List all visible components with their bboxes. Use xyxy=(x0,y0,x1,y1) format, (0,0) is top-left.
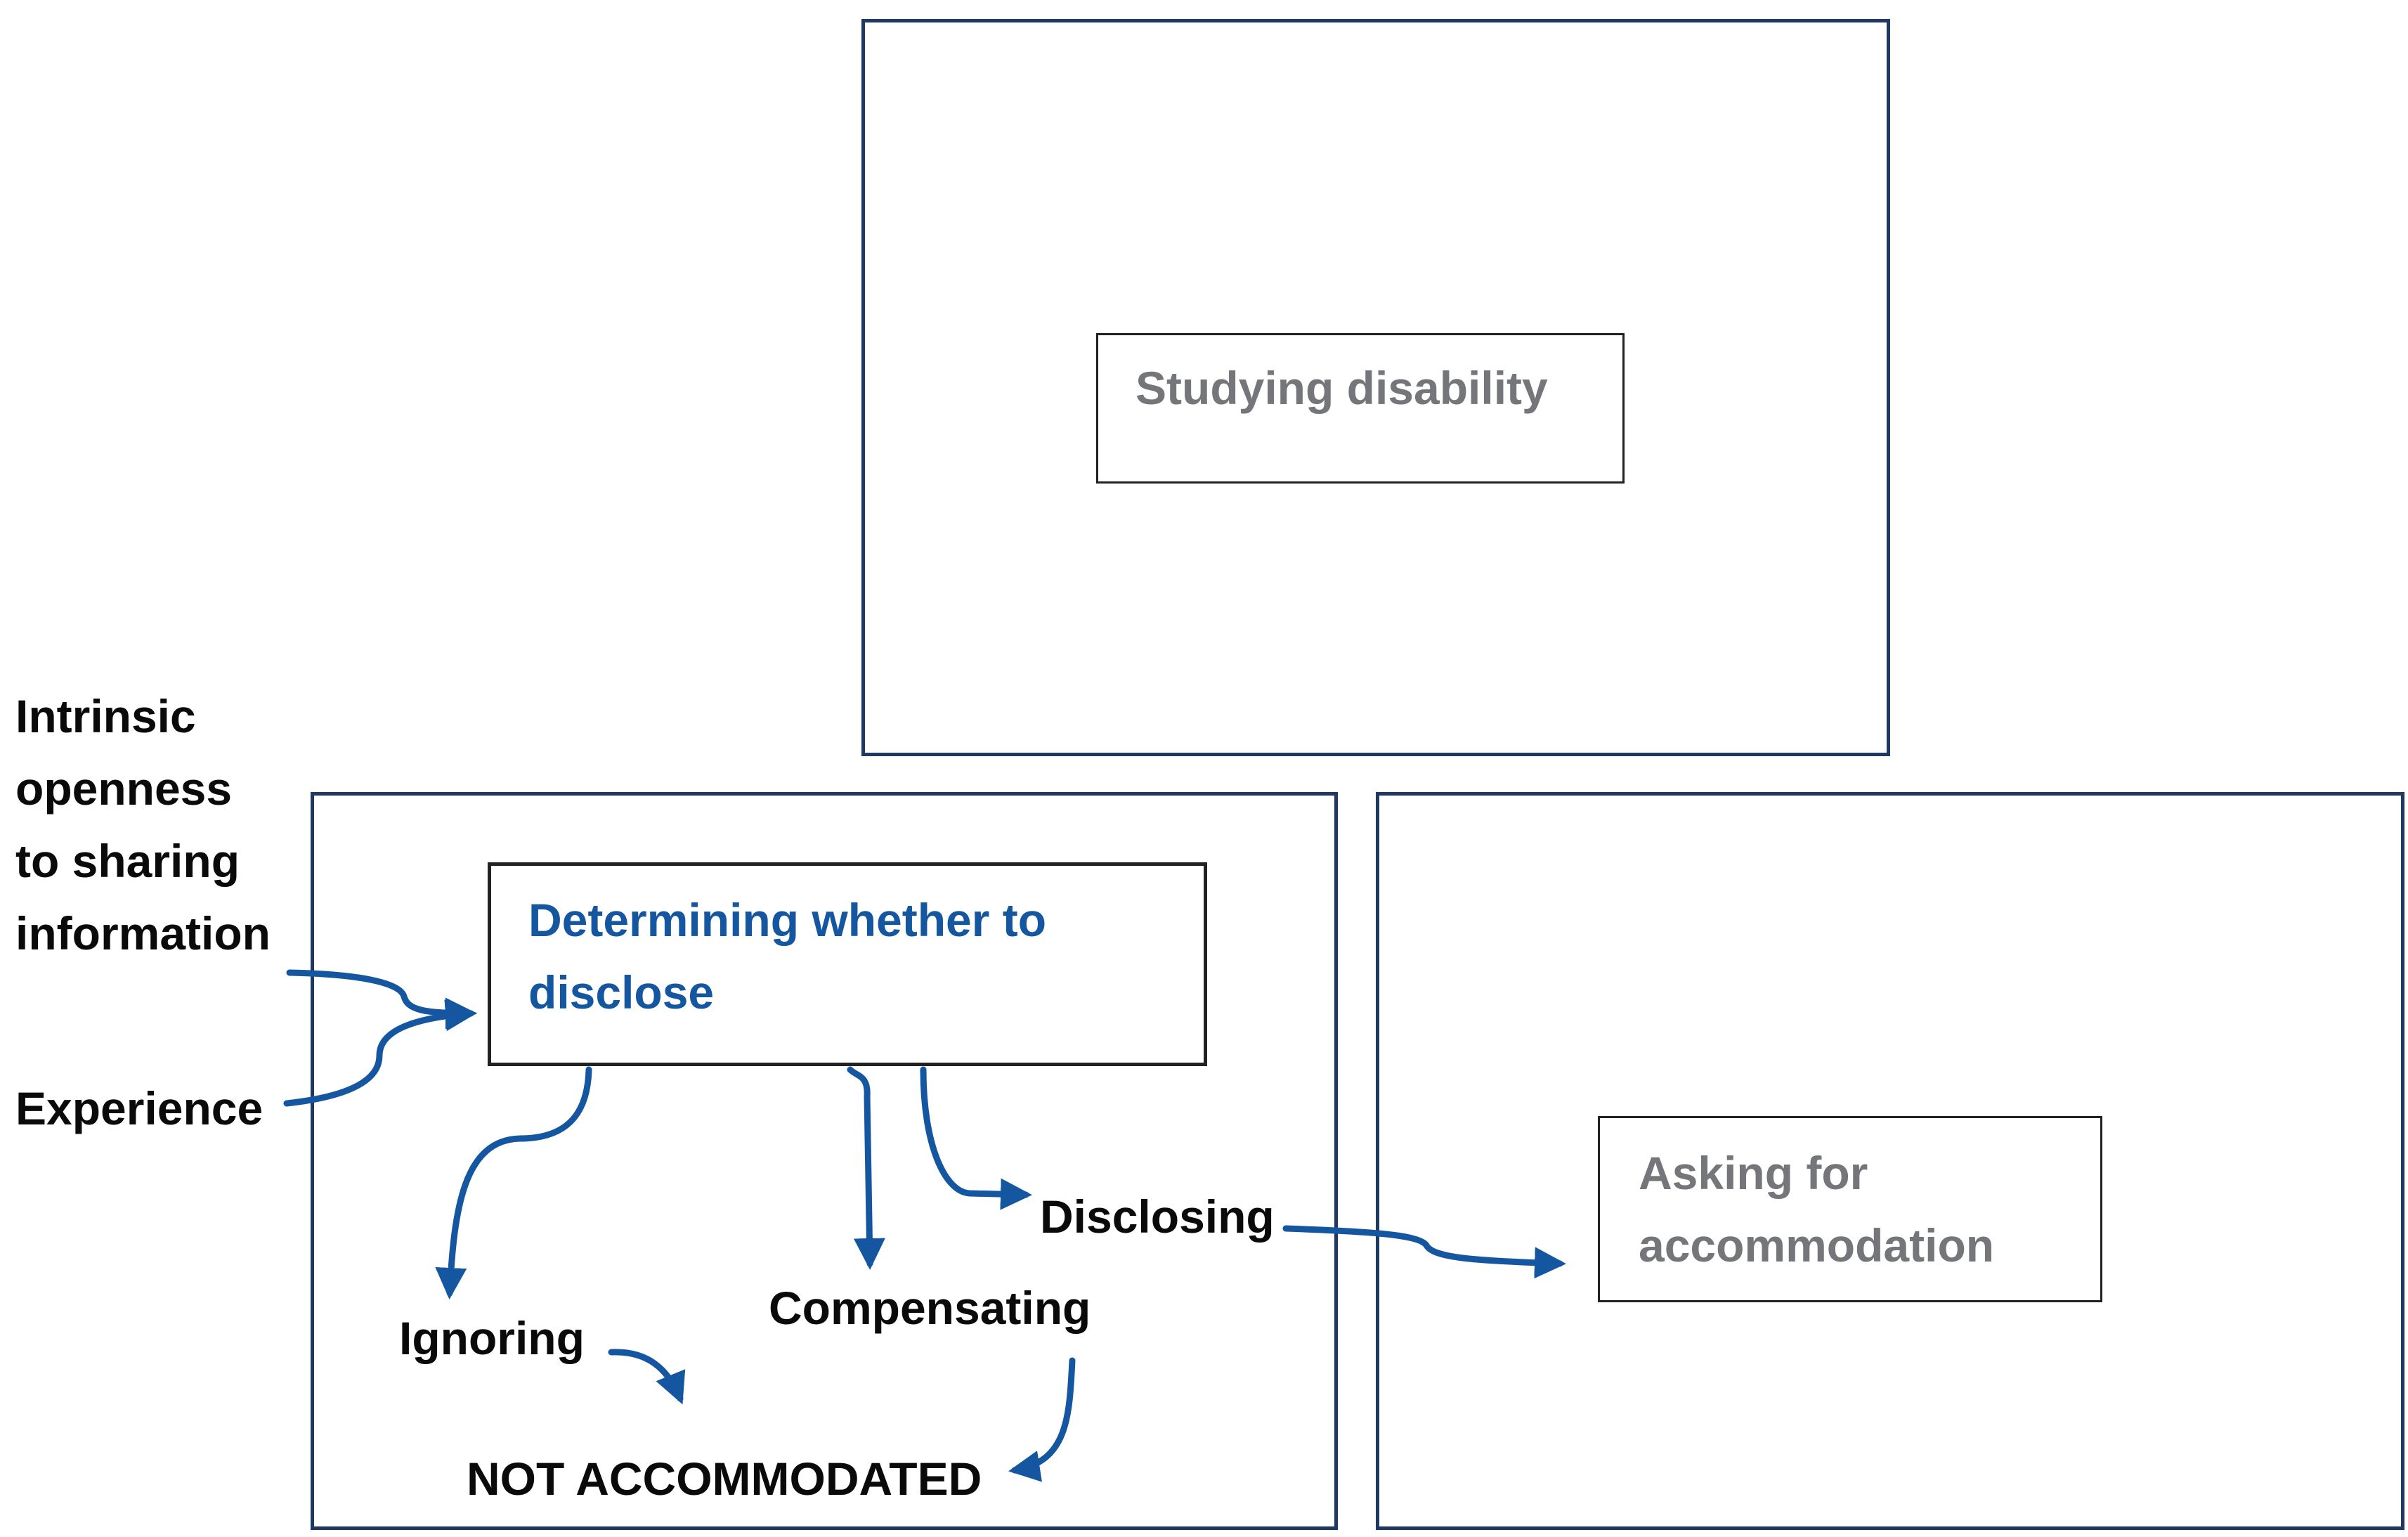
arrow-compensating-to-not-accommodated xyxy=(1008,1357,1076,1482)
arrow-determining-to-disclosing xyxy=(920,1066,1032,1210)
intrinsic-label-line2: openness xyxy=(15,763,233,815)
studying-disability-label: Studying disability xyxy=(1135,362,1548,414)
arrow-determining-to-ignoring xyxy=(435,1066,592,1299)
arrow-ignoring-to-not-accommodated xyxy=(608,1349,686,1405)
determining-label-line2: disclose xyxy=(528,966,715,1018)
arrow-intrinsic-to-determining xyxy=(286,969,477,1030)
right-panel xyxy=(1376,792,2404,1530)
intrinsic-label-line1: Intrinsic xyxy=(15,690,196,742)
determining-label-line1: Determining whether to xyxy=(528,894,1047,946)
compensating-label: Compensating xyxy=(769,1282,1091,1334)
arrow-disclosing-to-asking xyxy=(1282,1225,1566,1279)
intrinsic-label-line3: to sharing xyxy=(15,835,240,887)
top-panel xyxy=(861,19,1890,756)
left-panel xyxy=(311,792,1338,1530)
asking-for-accommodation-box xyxy=(1598,1116,2102,1302)
studying-disability-box xyxy=(1096,333,1625,484)
disclosing-label: Disclosing xyxy=(1040,1191,1275,1243)
not-accommodated-label: NOT ACCOMMODATED xyxy=(467,1453,982,1505)
asking-label-line2: accommodation xyxy=(1639,1219,1995,1271)
arrow-experience-to-determining xyxy=(283,999,477,1107)
ignoring-label: Ignoring xyxy=(399,1312,585,1364)
asking-label-line1: Asking for xyxy=(1639,1147,1868,1199)
arrow-determining-to-compensating xyxy=(847,1066,885,1270)
experience-label: Experience xyxy=(15,1082,263,1134)
determining-whether-to-disclose-box xyxy=(488,862,1207,1066)
intrinsic-label-line4: information xyxy=(15,907,271,959)
